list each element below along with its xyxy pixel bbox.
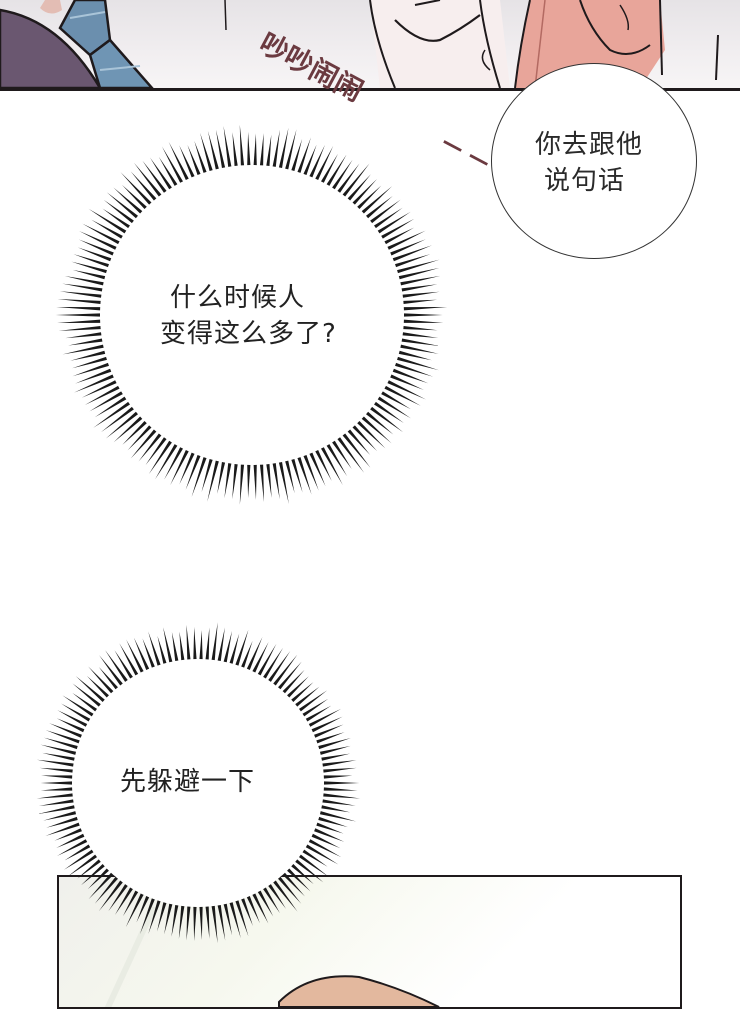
burst-1-line-1: 什么时候人 <box>170 283 306 313</box>
burst-bubble-2-outline <box>36 622 361 944</box>
burst-bubble-1-outline <box>55 124 448 505</box>
speech-line-2: 说句话 <box>544 166 626 196</box>
speech-bubble: 你去跟他 说句话 <box>491 63 697 259</box>
burst-1-line-2: 变得这么多了? <box>160 319 337 349</box>
burst-2-line-1: 先躲避一下 <box>120 767 256 797</box>
speech-line-1: 你去跟他 <box>535 130 644 160</box>
characters-illustration <box>0 0 719 88</box>
top-comic-panel <box>0 0 740 91</box>
